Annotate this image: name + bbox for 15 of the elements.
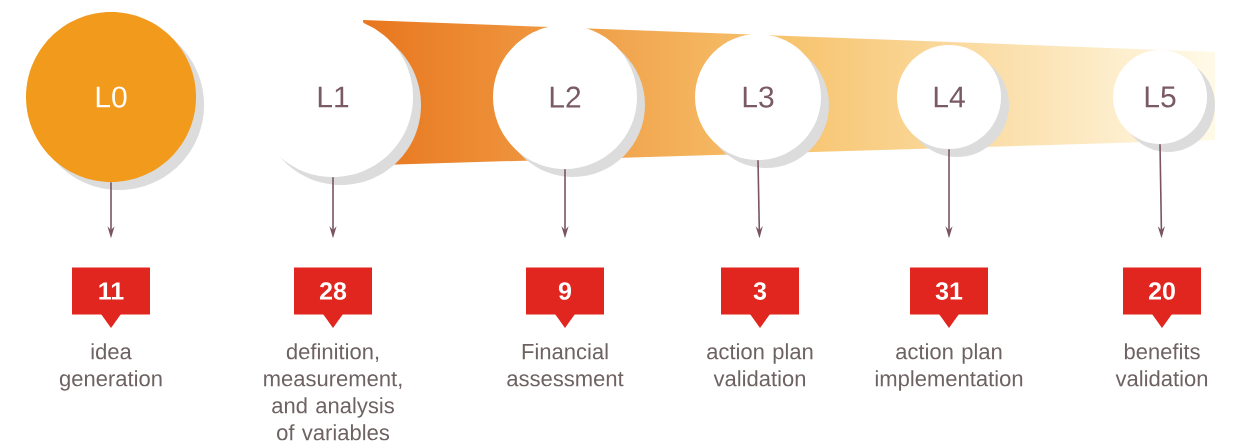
step-description: benefits validation [1115,343,1208,387]
step-description: action plan validation [707,343,813,387]
count-callout: 3 [721,267,799,328]
count-callout: 20 [1123,267,1201,328]
step-description: idea generation [59,343,162,391]
node-label: L2 [550,86,581,108]
node-label: L4 [934,86,965,108]
step-description: definition, measurement, and analysis of variables [264,343,402,441]
count-callout: 28 [294,267,372,328]
count-callout: 31 [910,267,988,328]
node-label: L5 [1145,86,1176,108]
step-description: action plan implementation [875,343,1023,391]
count-callout: 9 [526,267,604,328]
count-callout: 11 [72,267,150,328]
step-description: Financial assessment [507,343,624,387]
